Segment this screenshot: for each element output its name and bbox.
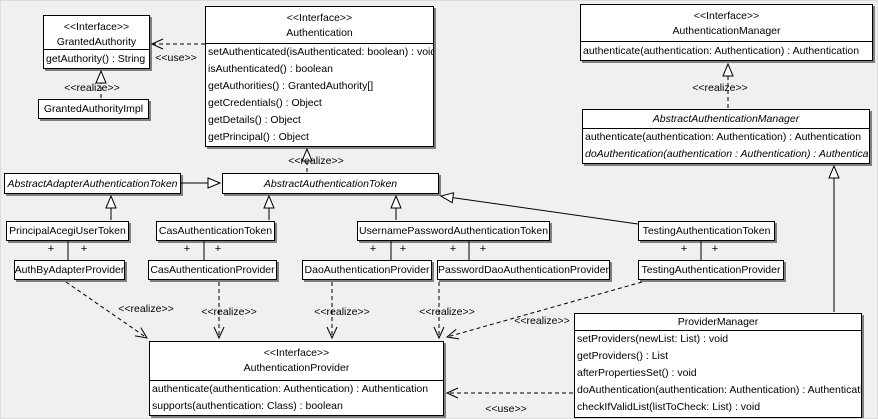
class-method: afterPropertiesSet() : void — [577, 367, 697, 379]
class-name: AbstractAdapterAuthenticationToken — [7, 177, 178, 190]
realize-label: <<realize>> — [314, 306, 370, 318]
use-label: <<use>> — [485, 403, 527, 415]
class-stereotype: <<Interface>> — [693, 10, 760, 22]
association-plus: + — [47, 243, 55, 255]
class-title: ProviderManager — [575, 314, 861, 330]
class-title: <<Interface>> AuthenticationManager — [581, 5, 872, 41]
class-name: AuthByAdapterProvider — [14, 264, 125, 276]
class-method: supports(authentication: Class) : boolea… — [152, 400, 343, 412]
class-method: getAuthority() : String — [46, 53, 146, 65]
class-name: GrantedAuthority — [56, 36, 137, 48]
class-box-abstract-authentication-manager[interactable]: AbstractAuthenticationManager authentica… — [582, 109, 870, 164]
class-box-username-password-authentication-token[interactable]: UsernamePasswordAuthenticationToken — [357, 221, 550, 241]
class-methods: authenticate(authentication: Authenticat… — [150, 380, 443, 415]
class-box-abstract-adapter-authentication-token[interactable]: AbstractAdapterAuthenticationToken — [4, 173, 181, 194]
class-name: PrincipalAcegiUserToken — [9, 225, 126, 237]
class-box-principal-acegi-user-token[interactable]: PrincipalAcegiUserToken — [6, 221, 129, 241]
association-plus: + — [399, 243, 407, 255]
class-method: getDetails() : Object — [208, 114, 301, 126]
class-name: AuthenticationProvider — [243, 362, 350, 374]
class-method: setProviders(newList: List) : void — [577, 333, 729, 345]
realize-label: <<realize>> — [692, 82, 748, 94]
class-title: <<Interface>> Authentication — [206, 7, 433, 43]
realize-label: <<realize>> — [64, 82, 120, 94]
class-name: CasAuthenticationToken — [158, 225, 273, 237]
realize-label: <<realize>> — [288, 155, 344, 167]
class-name: CasAuthenticationProvider — [150, 264, 275, 276]
class-name: TestingAuthenticationToken — [642, 225, 771, 237]
realize-label: <<realize>> — [118, 303, 174, 315]
class-name: ProviderManager — [677, 316, 759, 328]
class-box-cas-authentication-provider[interactable]: CasAuthenticationProvider — [148, 260, 277, 280]
class-title: <<Interface>> GrantedAuthority — [44, 16, 149, 49]
class-method: getProviders() : List — [577, 350, 669, 362]
use-label: <<use>> — [155, 52, 197, 64]
class-method: doAuthentication(authentication : Authen… — [585, 148, 869, 160]
class-name: AbstractAuthenticationToken — [263, 177, 398, 190]
class-method: setAuthenticated(isAuthenticated: boolea… — [208, 46, 433, 58]
realize-label: <<realize>> — [201, 306, 257, 318]
class-method: doAuthentication(authentication: Authent… — [577, 384, 861, 396]
class-box-auth-by-adapter-provider[interactable]: AuthByAdapterProvider — [14, 260, 125, 280]
class-method: authenticate(authentication: Authenticat… — [583, 45, 860, 57]
class-methods: authenticate(authentication: Authenticat… — [581, 41, 872, 60]
class-method: checkIfValidList(listToCheck: List) : vo… — [577, 401, 761, 413]
class-box-password-dao-authentication-provider[interactable]: PasswordDaoAuthenticationProvider — [437, 260, 610, 280]
association-plus: + — [214, 243, 222, 255]
realize-label: <<realize>> — [419, 306, 475, 318]
association-plus: + — [711, 243, 719, 255]
class-name: Authentication — [286, 27, 353, 39]
class-methods: setAuthenticated(isAuthenticated: boolea… — [206, 43, 433, 146]
class-methods: setProviders(newList: List) : void getPr… — [575, 330, 861, 416]
association-plus: + — [680, 243, 688, 255]
association-plus: + — [479, 243, 487, 255]
class-method: getAuthorities() : GrantedAuthority[] — [208, 80, 374, 92]
association-plus: + — [80, 243, 88, 255]
class-methods: getAuthority() : String — [44, 49, 149, 68]
class-methods: authenticate(authentication: Authenticat… — [583, 128, 869, 163]
class-box-cas-authentication-token[interactable]: CasAuthenticationToken — [156, 221, 275, 241]
class-box-authentication-manager[interactable]: <<Interface>> AuthenticationManager auth… — [580, 4, 873, 61]
class-box-granted-authority[interactable]: <<Interface>> GrantedAuthority getAuthor… — [43, 15, 150, 69]
class-box-abstract-authentication-token[interactable]: AbstractAuthenticationToken — [222, 173, 439, 194]
class-name: PasswordDaoAuthenticationProvider — [438, 264, 610, 276]
class-title: AbstractAuthenticationManager — [583, 110, 869, 128]
class-box-provider-manager[interactable]: ProviderManager setProviders(newList: Li… — [574, 313, 862, 418]
class-stereotype: <<Interface>> — [286, 12, 353, 24]
class-name: AbstractAuthenticationManager — [652, 113, 800, 125]
class-method: getCredentials() : Object — [208, 97, 322, 109]
class-box-authentication[interactable]: <<Interface>> Authentication setAuthenti… — [205, 6, 434, 147]
association-plus: + — [369, 243, 377, 255]
association-plus: + — [183, 243, 191, 255]
class-stereotype: <<Interface>> — [263, 347, 330, 359]
class-name: TestingAuthenticationProvider — [641, 264, 781, 276]
class-box-granted-authority-impl[interactable]: GrantedAuthorityImpl — [38, 99, 149, 119]
generalization-testing-token — [441, 196, 639, 225]
class-box-dao-authentication-provider[interactable]: DaoAuthenticationProvider — [302, 260, 432, 280]
class-name: AuthenticationManager — [672, 25, 781, 37]
association-plus: + — [449, 243, 457, 255]
class-method: getPrincipal() : Object — [208, 131, 309, 143]
class-box-testing-authentication-token[interactable]: TestingAuthenticationToken — [638, 221, 775, 241]
class-name: DaoAuthenticationProvider — [304, 264, 430, 276]
class-box-testing-authentication-provider[interactable]: TestingAuthenticationProvider — [638, 260, 784, 280]
class-title: <<Interface>> AuthenticationProvider — [150, 342, 443, 380]
class-method: authenticate(authentication: Authenticat… — [152, 383, 429, 395]
class-name: UsernamePasswordAuthenticationToken — [358, 225, 549, 237]
realize-label: <<realize>> — [514, 315, 570, 327]
class-method: isAuthenticated() : boolean — [208, 63, 333, 75]
class-name: GrantedAuthorityImpl — [43, 103, 144, 115]
class-method: authenticate(authentication: Authenticat… — [585, 131, 862, 143]
class-box-authentication-provider[interactable]: <<Interface>> AuthenticationProvider aut… — [149, 341, 444, 416]
class-stereotype: <<Interface>> — [63, 21, 130, 33]
